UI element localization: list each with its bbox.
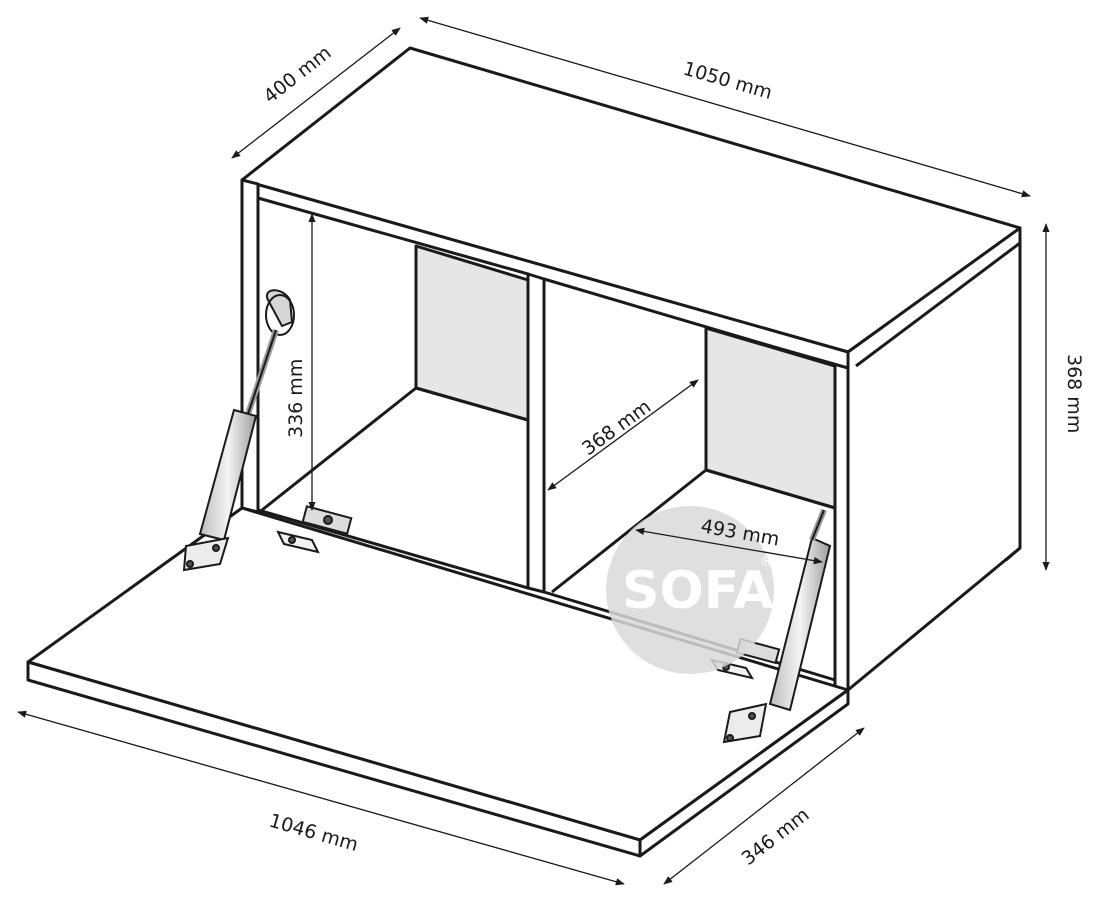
center-divider (526, 272, 546, 594)
dim-line-346 (663, 727, 865, 885)
label-flap-width: 1046 mm (267, 810, 361, 856)
label-height-right: 368 mm (1063, 354, 1085, 433)
watermark-text: SOFA (622, 561, 773, 621)
dim-line-493 (635, 527, 823, 565)
dim-line-1050 (419, 16, 1031, 198)
hinge-left (276, 505, 353, 554)
cabinet-right-edge (833, 350, 850, 692)
label-flap-depth: 346 mm (738, 804, 814, 870)
label-inner-height: 336 mm (285, 359, 307, 438)
label-width-top: 1050 mm (681, 58, 775, 104)
dim-line-400 (231, 27, 401, 159)
dim-line-368-depth (547, 379, 699, 491)
watermark-registered: ® (760, 554, 774, 570)
gas-strut-left (182, 289, 295, 572)
dimension-lines (17, 16, 1050, 886)
label-depth-top: 400 mm (260, 42, 336, 108)
dim-line-1046 (17, 710, 625, 886)
